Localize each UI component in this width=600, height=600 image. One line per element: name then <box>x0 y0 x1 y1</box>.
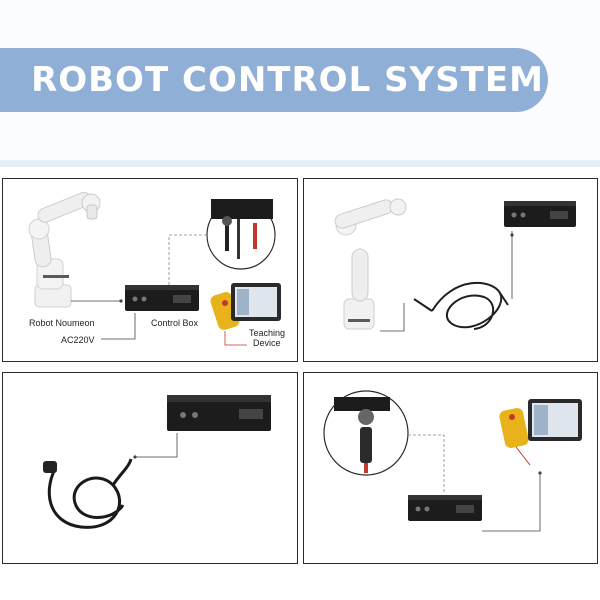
panel-system-overview: Robot Noumeon Control Box AC220V Teachin… <box>2 178 298 362</box>
page-title: ROBOT CONTROL SYSTEM <box>31 60 544 100</box>
teaching-pendant-image <box>499 408 531 466</box>
inset-leader-line <box>408 434 445 493</box>
title-banner <box>0 48 548 112</box>
label-teaching: Teaching <box>249 328 286 338</box>
power-cable-image <box>47 458 133 529</box>
label-device: Device <box>253 338 281 348</box>
connector-inset-image <box>323 390 409 476</box>
control-box-image <box>125 285 199 311</box>
power-plug-image <box>43 461 57 473</box>
inset-leader-line <box>168 234 207 285</box>
power-cable-illustration <box>43 395 271 529</box>
system-overview-illustration <box>28 191 281 346</box>
robot-leader-line <box>380 303 405 332</box>
control-box-image <box>167 395 271 431</box>
label-robot-noumeon: Robot Noumeon <box>29 318 95 328</box>
control-box-image <box>408 495 482 521</box>
robot-cable-image <box>413 281 509 330</box>
control-box-image <box>504 201 576 227</box>
header-divider <box>0 160 600 167</box>
robot-arm-image <box>28 191 101 308</box>
robot-cable-illustration <box>334 198 576 332</box>
label-control-box: Control Box <box>151 318 199 328</box>
power-leader-line <box>101 313 136 340</box>
pendant-leader-line <box>482 473 541 532</box>
connector-inset-image <box>206 199 276 270</box>
label-ac220v: AC220V <box>61 335 95 345</box>
teaching-leader-line <box>224 331 247 346</box>
teaching-device-image <box>210 283 281 330</box>
panel-power-cable <box>2 372 298 564</box>
tablet-image <box>528 399 582 441</box>
panel-teaching-device <box>303 372 598 564</box>
power-leader-line <box>135 433 178 458</box>
panel-robot-cable <box>303 178 598 362</box>
teaching-device-illustration <box>323 390 582 532</box>
robot-arm-image <box>334 198 407 330</box>
